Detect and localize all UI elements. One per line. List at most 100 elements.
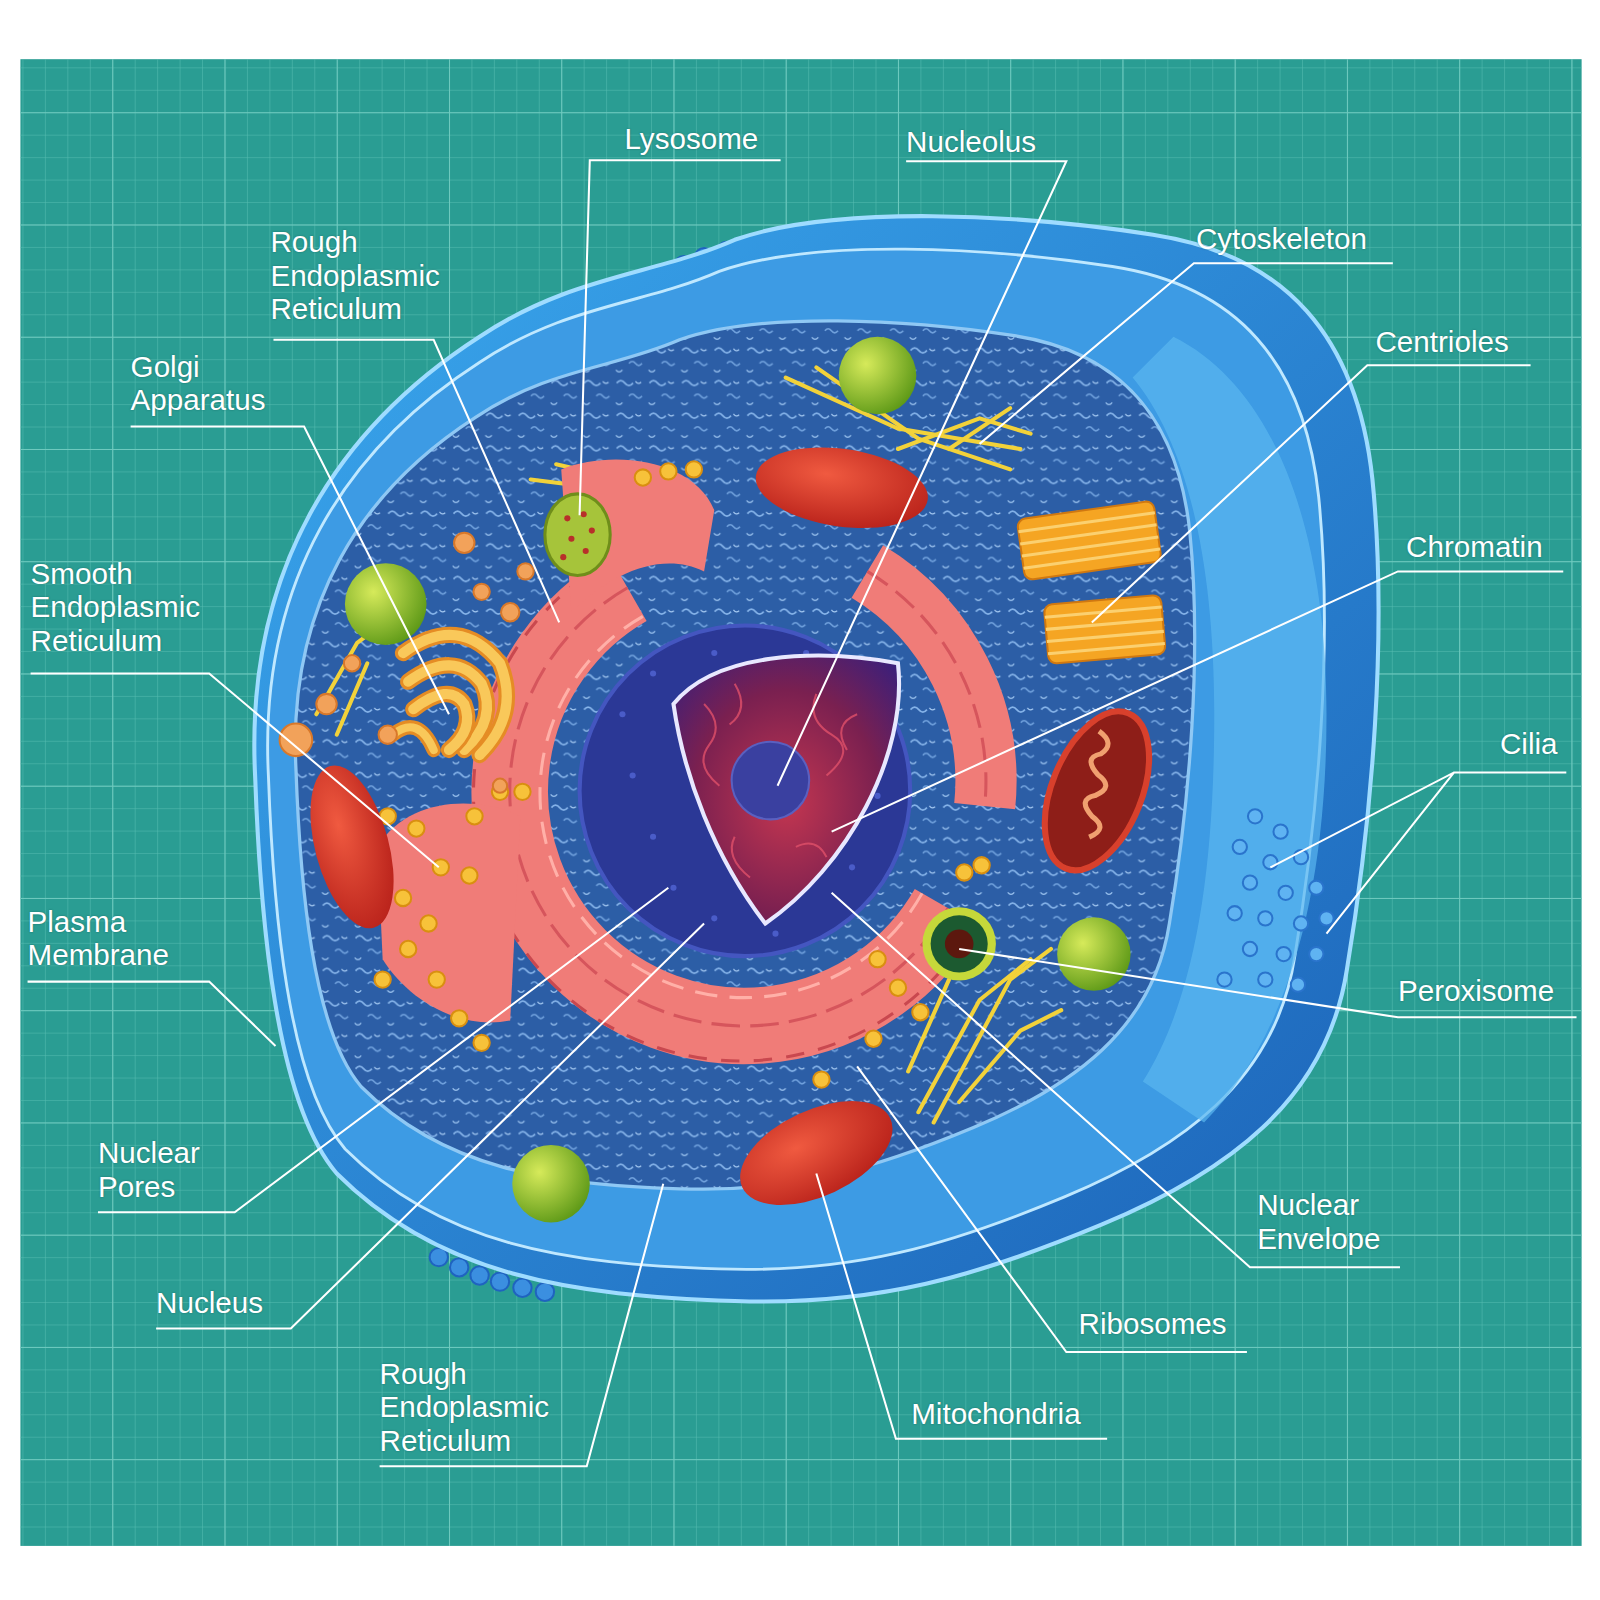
peroxisome [931, 915, 988, 972]
leader-lines [580, 160, 781, 515]
cilia [1228, 906, 1242, 920]
vesicles [454, 533, 474, 553]
cytoskeleton [337, 663, 368, 734]
cilia [1243, 876, 1257, 890]
cilia [1319, 911, 1333, 925]
leader-lines [778, 161, 1067, 785]
vesicles [316, 694, 336, 714]
ribosomes [408, 820, 424, 836]
background [20, 59, 1581, 1546]
nucleus [813, 694, 843, 776]
vesicles [345, 563, 427, 645]
vesicles [344, 655, 360, 671]
leader-lines [273, 340, 559, 623]
ribosomes [865, 1031, 881, 1047]
mitochondria [295, 757, 409, 938]
lysosome [583, 548, 589, 554]
nucleus [630, 772, 636, 778]
leader-lines [28, 160, 1577, 1466]
lysosome [545, 494, 610, 576]
membrane-bumps [470, 1266, 488, 1284]
ribosomes [473, 1035, 489, 1051]
mitochondria [1061, 731, 1134, 840]
leader-lines [832, 571, 1564, 831]
nucleus [650, 834, 656, 840]
leader-lines [816, 1173, 1107, 1438]
part-label: Nucleolus [906, 126, 1036, 160]
part-label: Chromatin [1406, 531, 1543, 565]
mitochondria [751, 437, 934, 538]
nucleus [841, 714, 857, 750]
nucleus [711, 650, 717, 656]
centrioles [1017, 501, 1162, 581]
part-label: Nucleus [156, 1287, 263, 1321]
nucleus [670, 885, 676, 891]
cilia [1217, 972, 1231, 986]
leader-lines [31, 673, 439, 867]
ribosomes [420, 915, 436, 931]
cilia [1277, 947, 1291, 961]
ribosomes [686, 461, 702, 477]
membrane-bumps [450, 1258, 468, 1276]
part-label: Plasma Membrane [28, 905, 212, 972]
golgi-apparatus [393, 727, 434, 750]
rough-er [378, 804, 521, 1023]
ribosomes [956, 864, 972, 880]
leader-lines [131, 427, 449, 715]
leader-lines [156, 923, 704, 1328]
vesicles [512, 1145, 590, 1223]
mitochondria [1024, 696, 1170, 885]
peroxisome [922, 907, 995, 980]
ribosomes [461, 867, 477, 883]
cilia [1258, 972, 1272, 986]
grid [20, 59, 1581, 1546]
vesicles [280, 533, 534, 793]
part-label: Nuclear Envelope [1257, 1189, 1420, 1256]
ribosomes [912, 1004, 928, 1020]
ribosomes [660, 463, 676, 479]
nucleus [580, 626, 911, 957]
lysosome [545, 494, 610, 576]
part-label: Nuclear Pores [98, 1137, 241, 1204]
vesicles [473, 584, 489, 600]
cytoskeleton [959, 1010, 1061, 1102]
golgi-apparatus [393, 727, 434, 750]
peroxisome [945, 930, 974, 959]
ribosomes [374, 971, 390, 987]
vesicles [493, 779, 507, 793]
nucleus [849, 864, 855, 870]
rough-er [510, 588, 948, 1026]
ribosomes [400, 941, 416, 957]
leader-lines [28, 982, 276, 1046]
nucleus [580, 626, 911, 957]
vesicles [379, 726, 397, 744]
part-label: Peroxisome [1398, 974, 1554, 1008]
lysosome [589, 528, 595, 534]
cilia [1217, 809, 1333, 992]
vesicles [1057, 917, 1130, 990]
nucleus [650, 670, 656, 676]
lysosome [568, 536, 574, 542]
part-label: Rough Endoplasmic Reticulum [270, 226, 484, 327]
cilia [1273, 824, 1287, 838]
part-label: Centrioles [1375, 326, 1508, 360]
nucleus [796, 844, 827, 858]
leader-lines [1092, 365, 1531, 622]
cilia [1248, 809, 1262, 823]
nucleus [711, 915, 717, 921]
lysosome [560, 554, 566, 560]
part-label: Cilia [1500, 728, 1558, 762]
nucleus [874, 793, 880, 799]
ribosomes [433, 859, 449, 875]
centrioles [1044, 595, 1166, 664]
ribosomes [813, 1071, 829, 1087]
cilia [1233, 840, 1247, 854]
ribosomes [869, 951, 885, 967]
leader-lines [980, 263, 1393, 444]
part-label: Rough Endoplasmic Reticulum [380, 1357, 594, 1458]
ribosomes [635, 469, 651, 485]
nucleus [732, 742, 810, 820]
cilia [1258, 911, 1272, 925]
part-label: Mitochondria [911, 1398, 1080, 1432]
